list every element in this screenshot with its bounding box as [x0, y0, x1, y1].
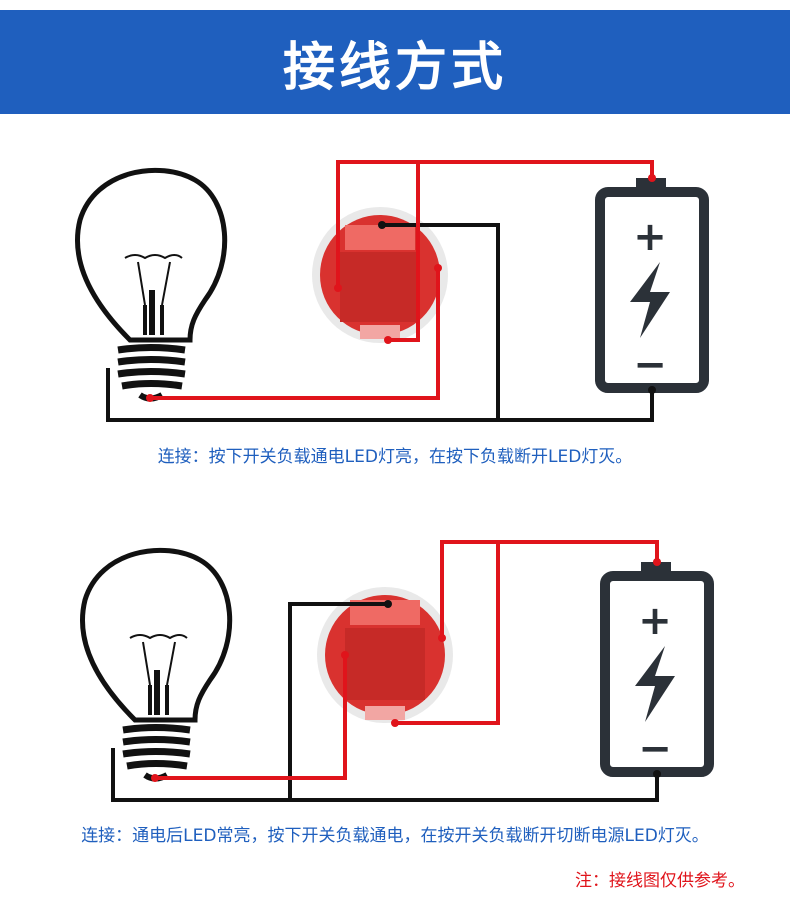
red-wire-switch-loop — [395, 542, 500, 725]
battery-plus-sign: + — [633, 214, 667, 260]
battery-minus-sign: − — [633, 342, 667, 388]
push-switch-photo — [317, 587, 453, 723]
black-wire-switch — [288, 602, 388, 800]
page-title: 接线方式 — [282, 37, 507, 98]
red-wire-switch-loop — [388, 162, 420, 342]
battery-minus-sign: − — [638, 726, 672, 772]
battery-plus-sign: + — [638, 598, 672, 644]
black-wire-ground — [111, 748, 659, 802]
wiring-diagram-1: + − — [74, 160, 709, 422]
wiring-diagram-2: + − — [79, 540, 714, 802]
black-wire-ground — [106, 368, 654, 422]
red-wire-battery — [440, 540, 659, 638]
diagram1-caption: 连接：按下开关负载通电LED灯亮，在按下负载断开LED灯灭。 — [157, 447, 633, 467]
red-wire-battery — [336, 160, 654, 288]
battery-icon: + − — [600, 562, 714, 777]
light-bulb-icon — [79, 547, 233, 782]
light-bulb-icon — [74, 167, 228, 402]
push-switch-photo — [312, 207, 448, 343]
black-wire-switch — [382, 223, 500, 420]
header-banner: 接线方式 — [0, 10, 790, 114]
red-wire-bulb — [155, 655, 347, 780]
battery-icon: + − — [595, 178, 709, 393]
diagram2-caption: 连接：通电后LED常亮，按下开关负载通电，在按开关负载断开切断电源LED灯灭。 — [81, 826, 709, 846]
reference-note: 注：接线图仅供参考。 — [575, 871, 745, 891]
red-wire-bulb — [150, 268, 440, 400]
